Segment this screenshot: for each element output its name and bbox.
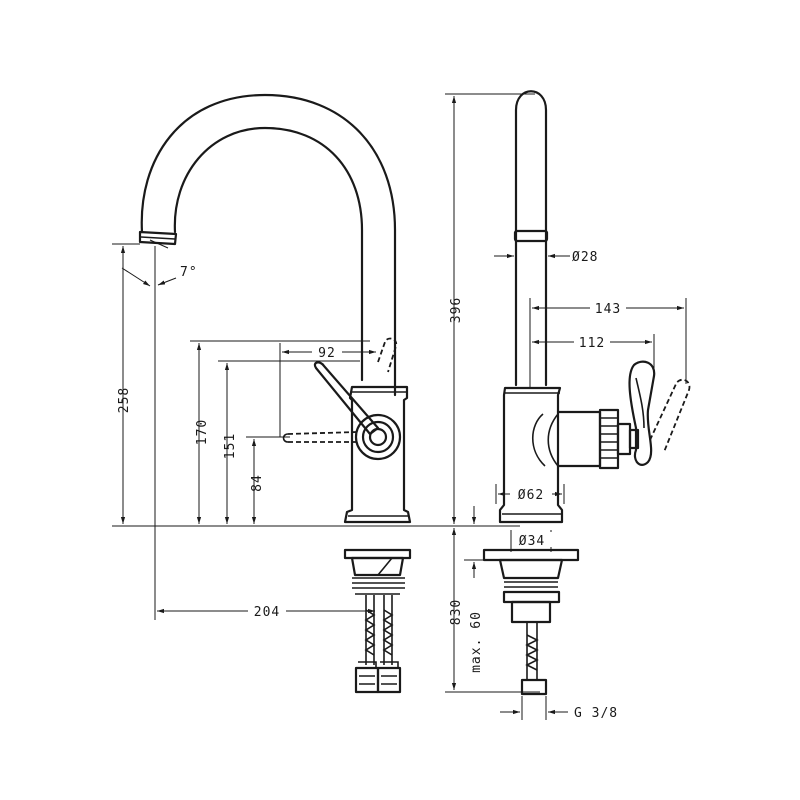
dim-396: 396 <box>449 297 464 323</box>
angle-label: 7° <box>180 265 198 280</box>
front-mounting-plate <box>482 548 580 562</box>
right-view: 396 Ø28 143 112 Ø62 Ø34 830 <box>445 90 691 721</box>
handle-cap <box>354 413 402 461</box>
supply-hoses <box>354 595 402 694</box>
dim-g38: G 3/8 <box>574 706 618 721</box>
spout-inner <box>173 126 364 382</box>
dim-84: 84 <box>250 474 265 492</box>
handle-lever <box>313 361 380 436</box>
front-handle-lever <box>628 360 656 466</box>
dim-830: 830 <box>449 599 464 625</box>
aerator <box>138 230 178 246</box>
dim-92: 92 <box>318 346 336 361</box>
dim-d34: Ø34 <box>519 534 545 549</box>
body <box>343 385 412 524</box>
dim-170: 170 <box>195 419 210 445</box>
dim-d28: Ø28 <box>572 250 598 265</box>
spout-outer <box>140 93 397 397</box>
spout-column <box>514 90 548 387</box>
dim-112: 112 <box>579 336 605 351</box>
dim-143: 143 <box>595 302 621 317</box>
dim-max60: max. 60 <box>469 611 484 673</box>
dim-d62: Ø62 <box>518 488 544 503</box>
dim-258: 258 <box>117 387 132 413</box>
dim-204: 204 <box>254 605 280 620</box>
mounting-plate <box>343 548 412 560</box>
left-view: 7° 258 170 151 84 92 204 <box>112 93 520 694</box>
dim-151: 151 <box>223 433 238 459</box>
